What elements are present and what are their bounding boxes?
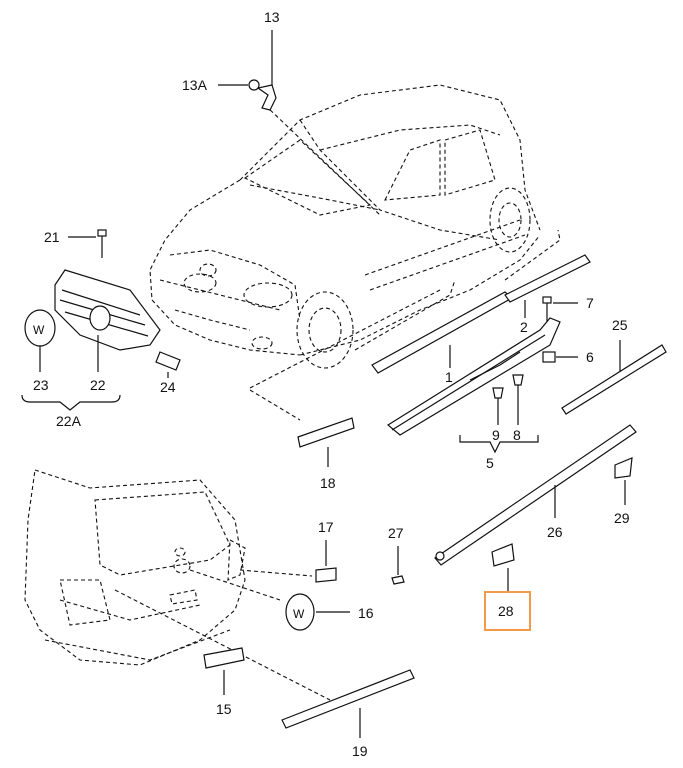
part-13-roof-trim: [256, 30, 277, 111]
part-25-strip: [561, 340, 667, 415]
callout-15: 15: [216, 701, 232, 717]
part-15-plate: [203, 647, 245, 695]
part-8-clip: [512, 374, 524, 425]
callout-2: 2: [520, 319, 528, 335]
part-6-clip: [542, 351, 578, 363]
part-5-sill-panel: [386, 317, 561, 454]
part-9-clip: [492, 387, 504, 425]
part-22-grille: [54, 269, 161, 372]
callout-9: 9: [492, 427, 500, 443]
part-19-bumper-strip: [281, 669, 415, 738]
callout-29: 29: [614, 510, 630, 526]
callout-28: 28: [498, 603, 514, 619]
callout-22a: 22A: [56, 413, 82, 429]
part-2-sill-trim: [504, 229, 591, 318]
callout-21: 21: [44, 229, 60, 245]
callout-27: 27: [388, 525, 404, 541]
part-27-screw: [391, 546, 405, 585]
callout-28-highlight-box: [484, 591, 531, 631]
callout-22: 22: [90, 377, 106, 393]
callout-25: 25: [612, 317, 628, 333]
callout-17: 17: [318, 519, 334, 535]
callout-13a: 13A: [182, 77, 208, 93]
part-28-pad: [491, 543, 515, 592]
part-18-plate: [249, 289, 441, 467]
part-26-long-strip: [434, 424, 637, 566]
part-29-cap: [614, 457, 633, 505]
part-17-plate: [239, 540, 337, 583]
svg-text:W: W: [33, 323, 45, 337]
callout-16: 16: [358, 605, 374, 621]
callout-13: 13: [264, 9, 280, 25]
callout-26: 26: [547, 524, 563, 540]
callout-19: 19: [352, 743, 368, 759]
part-24-sticker: [155, 351, 181, 378]
part-13a-clip: [218, 79, 260, 91]
svg-text:W: W: [293, 607, 305, 621]
part-23-vw-emblem: W: [24, 309, 56, 372]
callout-6: 6: [586, 349, 594, 365]
callout-5: 5: [486, 455, 494, 471]
part-7-screw: [542, 296, 578, 322]
callout-18: 18: [320, 475, 336, 491]
front-car-outline: [149, 84, 541, 369]
part-21-screw: [68, 229, 107, 258]
callout-24: 24: [160, 379, 176, 395]
callout-8: 8: [513, 427, 521, 443]
rear-car-outline: [24, 469, 331, 701]
callout-23: 23: [33, 377, 49, 393]
part-16-vw-emblem: W: [285, 593, 350, 631]
callout-7: 7: [586, 295, 594, 311]
callout-1: 1: [445, 369, 453, 385]
